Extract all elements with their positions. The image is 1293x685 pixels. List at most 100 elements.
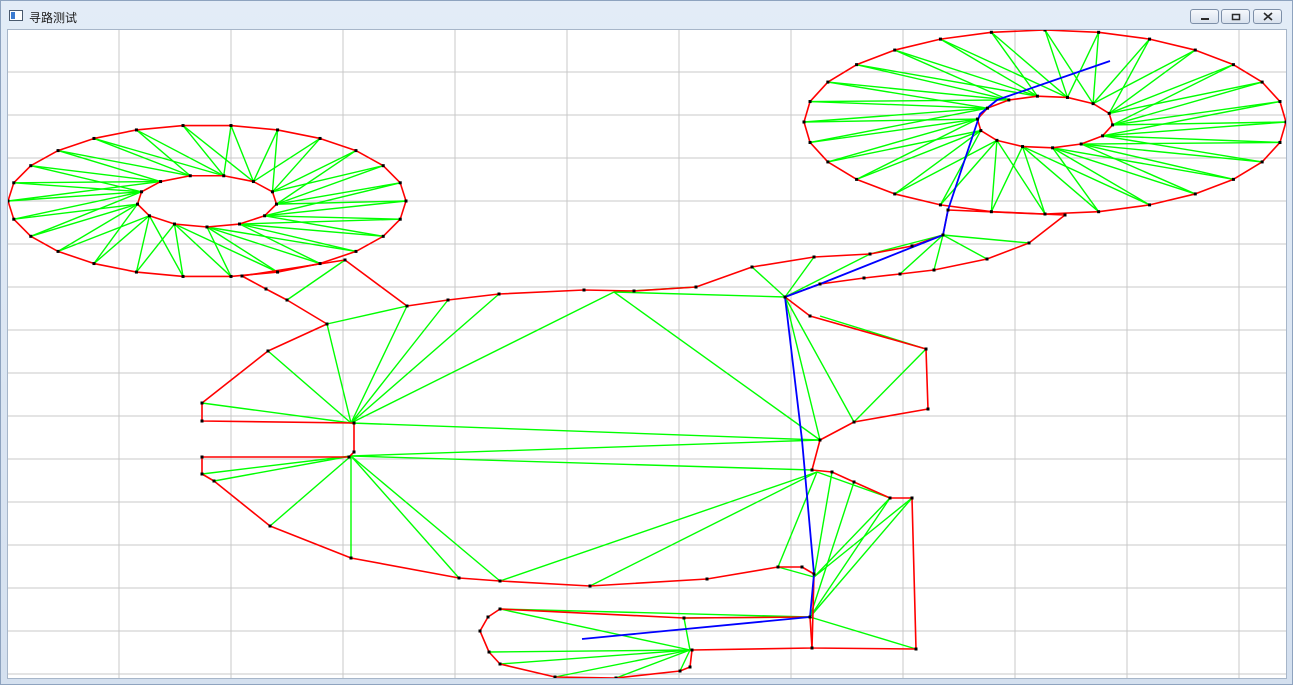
mesh-edge bbox=[894, 130, 982, 195]
mesh-vertex bbox=[1193, 48, 1197, 52]
mesh-edge bbox=[942, 234, 988, 260]
mesh-edge bbox=[990, 146, 1024, 212]
mesh-vertex bbox=[205, 225, 209, 229]
mesh-edge bbox=[1112, 81, 1263, 126]
mesh-edge bbox=[803, 118, 978, 123]
mesh-vertex bbox=[240, 274, 244, 278]
mesh-vertex bbox=[498, 662, 502, 666]
mesh-edge bbox=[1081, 143, 1234, 181]
mesh-vertex bbox=[134, 128, 138, 132]
mesh-edge bbox=[827, 81, 988, 109]
mesh-edge bbox=[201, 455, 352, 475]
mesh-vertex bbox=[776, 565, 780, 569]
mesh-vertex bbox=[690, 648, 694, 652]
maximize-button[interactable] bbox=[1221, 9, 1250, 24]
mesh-edge bbox=[8, 191, 142, 202]
mesh-edge bbox=[1108, 63, 1234, 115]
grid-lines bbox=[8, 30, 1286, 678]
mesh-vertex bbox=[486, 615, 490, 619]
mesh-vertex bbox=[354, 149, 358, 153]
mesh-vertex bbox=[212, 479, 216, 483]
mesh-edge bbox=[809, 118, 978, 144]
mesh-edge bbox=[350, 422, 821, 441]
mesh-vertex bbox=[498, 607, 502, 611]
mesh-edge bbox=[809, 497, 891, 618]
mesh-vertex bbox=[266, 349, 270, 353]
mesh-edge bbox=[93, 137, 191, 177]
mesh-vertex bbox=[855, 63, 859, 67]
mesh-vertex bbox=[405, 304, 409, 308]
minimize-button[interactable] bbox=[1190, 9, 1219, 24]
mesh-vertex bbox=[318, 136, 322, 140]
mesh-vertex bbox=[238, 222, 242, 226]
mesh-vertex bbox=[808, 140, 812, 144]
mesh-edge bbox=[148, 215, 184, 277]
mesh-edge bbox=[1044, 30, 1094, 104]
mesh-edge bbox=[777, 566, 815, 578]
triangulation-edges bbox=[8, 30, 1286, 678]
mesh-edge bbox=[499, 608, 691, 651]
mesh-edge bbox=[1044, 30, 1069, 98]
mesh-edge bbox=[813, 497, 913, 578]
mesh-edge bbox=[784, 296, 821, 441]
mesh-edge bbox=[350, 455, 460, 579]
mesh-edge bbox=[276, 200, 407, 205]
mesh-edge bbox=[1066, 32, 1100, 98]
mesh-edge bbox=[939, 130, 982, 206]
mesh-edge bbox=[853, 348, 927, 423]
mesh-vertex bbox=[989, 210, 993, 214]
mesh-edge bbox=[13, 180, 161, 184]
mesh-edge bbox=[1052, 147, 1196, 195]
ring-outer-boundary bbox=[803, 30, 1286, 215]
mesh-edge bbox=[810, 100, 988, 109]
close-button[interactable] bbox=[1253, 9, 1282, 24]
navmesh-scene[interactable] bbox=[8, 30, 1287, 679]
mesh-vertex bbox=[325, 322, 329, 326]
mesh-edge bbox=[135, 215, 151, 273]
mesh-vertex bbox=[56, 249, 60, 253]
mesh-vertex bbox=[1035, 94, 1039, 98]
mesh-edge bbox=[173, 223, 184, 277]
mesh-vertex bbox=[975, 117, 979, 121]
mesh-edge bbox=[1109, 81, 1263, 115]
title-bar[interactable]: 寻路测试 bbox=[1, 1, 1292, 29]
mesh-edge bbox=[940, 38, 1068, 99]
mesh-edge bbox=[326, 323, 352, 424]
app-window-icon[interactable] bbox=[9, 10, 23, 21]
mesh-vertex bbox=[1278, 140, 1282, 144]
mesh-edge bbox=[679, 649, 691, 672]
mesh-edge bbox=[93, 215, 150, 265]
mesh-edge bbox=[777, 471, 818, 568]
mesh-edge bbox=[827, 81, 1009, 101]
mesh-edge bbox=[1022, 145, 1150, 206]
computed-path bbox=[581, 60, 1111, 640]
mesh-vertex bbox=[582, 288, 586, 292]
mesh-edge bbox=[589, 471, 818, 587]
mesh-vertex bbox=[181, 274, 185, 278]
mesh-vertex bbox=[705, 577, 709, 581]
obstacle-boundaries bbox=[8, 30, 1286, 678]
mesh-edge bbox=[784, 256, 815, 298]
mesh-edge bbox=[1080, 143, 1196, 195]
pathfinding-canvas[interactable] bbox=[7, 29, 1287, 679]
mesh-vertex bbox=[802, 120, 806, 124]
mesh-edge bbox=[813, 497, 891, 578]
mesh-edge bbox=[939, 139, 998, 206]
mesh-edge bbox=[683, 617, 691, 651]
mesh-edge bbox=[57, 149, 161, 183]
mesh-vertex bbox=[924, 347, 928, 351]
mesh-edge bbox=[135, 129, 191, 177]
mesh-edge bbox=[272, 164, 384, 193]
mesh-edge bbox=[1102, 121, 1286, 137]
mesh-edge bbox=[1112, 100, 1281, 126]
mesh-vertex bbox=[855, 177, 859, 181]
mesh-vertex bbox=[181, 124, 185, 128]
mesh-edge bbox=[996, 140, 1046, 215]
mesh-vertex bbox=[12, 217, 16, 221]
mesh-vertex bbox=[1101, 134, 1105, 138]
mesh-vertex bbox=[349, 556, 353, 560]
mesh-edge bbox=[174, 223, 278, 273]
mesh-vertex bbox=[1043, 212, 1047, 216]
mesh-vertex bbox=[1007, 98, 1011, 102]
